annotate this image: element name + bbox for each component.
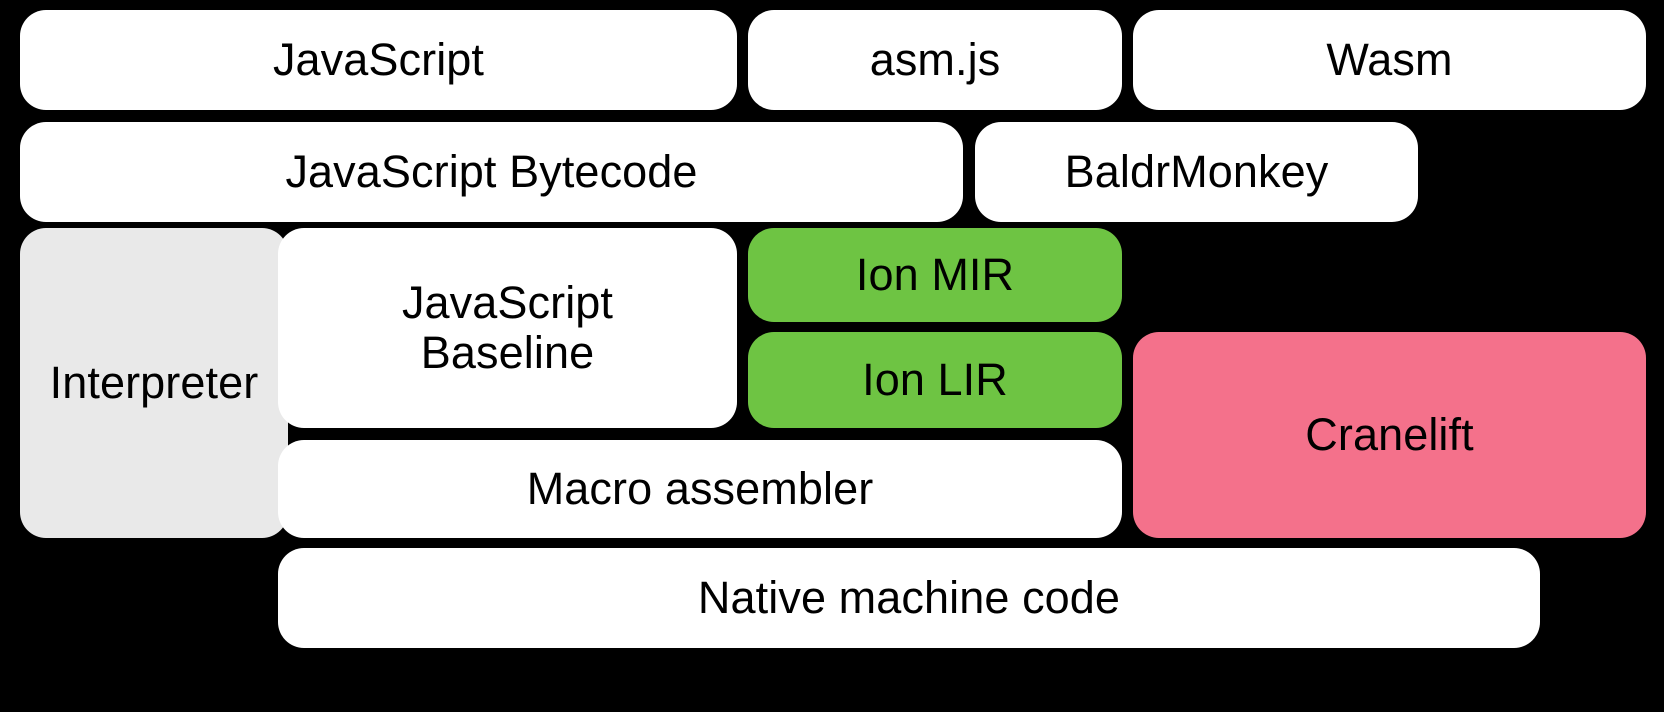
node-javascript-bytecode[interactable]: JavaScript Bytecode [20, 122, 963, 222]
node-asm-js[interactable]: asm.js [748, 10, 1122, 110]
node-native-machine-code[interactable]: Native machine code [278, 548, 1540, 648]
node-javascript-baseline[interactable]: JavaScript Baseline [278, 228, 737, 428]
node-interpreter[interactable]: Interpreter [20, 228, 288, 538]
node-ion-mir[interactable]: Ion MIR [748, 228, 1122, 322]
node-wasm[interactable]: Wasm [1133, 10, 1646, 110]
node-macro-assembler[interactable]: Macro assembler [278, 440, 1122, 538]
node-javascript[interactable]: JavaScript [20, 10, 737, 110]
node-cranelift[interactable]: Cranelift [1133, 332, 1646, 538]
node-ion-lir[interactable]: Ion LIR [748, 332, 1122, 428]
node-baldrmonkey[interactable]: BaldrMonkey [975, 122, 1418, 222]
